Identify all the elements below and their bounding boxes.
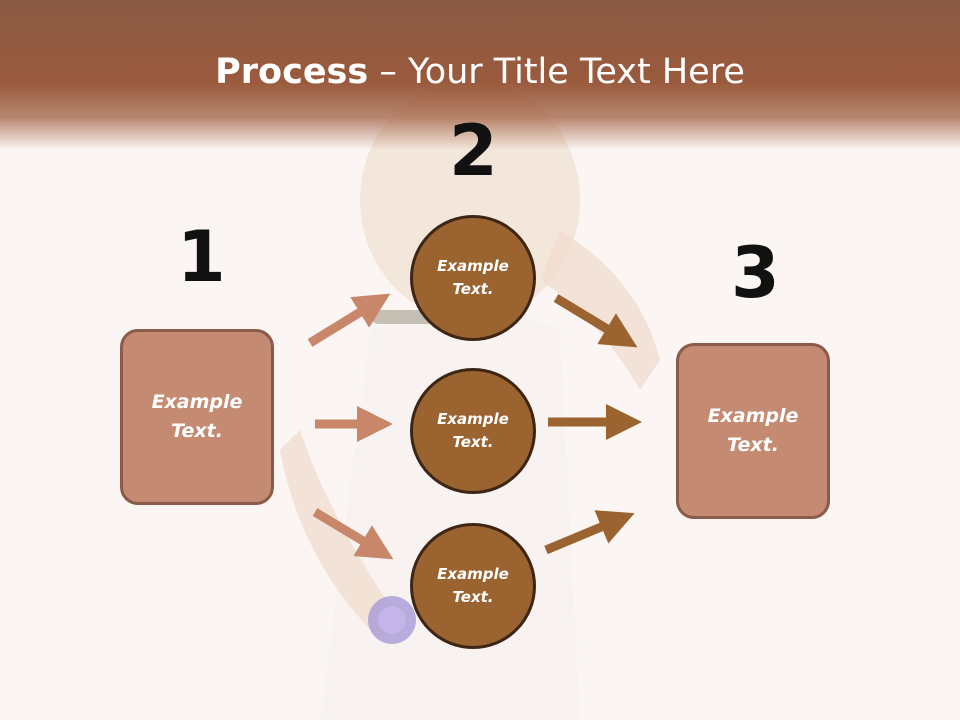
arrow-left-bottom xyxy=(312,508,394,560)
box-left-text: Example Text. xyxy=(151,391,243,442)
step-number-2: 2 xyxy=(449,110,498,192)
circle-bottom-text: Example Text. xyxy=(437,565,509,606)
title-rest: – Your Title Text Here xyxy=(368,52,745,92)
circle-middle-text: Example Text. xyxy=(437,410,509,451)
circle-middle: Example Text. xyxy=(410,368,536,494)
circle-top: Example Text. xyxy=(410,215,536,341)
step-number-3: 3 xyxy=(731,232,780,314)
title-bold: Process xyxy=(215,52,369,92)
circle-bottom: Example Text. xyxy=(410,523,536,649)
box-right: Example Text. xyxy=(676,343,830,519)
title-bar xyxy=(0,0,960,150)
slide-title: Process – Your Title Text Here xyxy=(0,52,960,92)
arrow-left-top xyxy=(307,293,391,347)
arrow-right-top xyxy=(553,294,638,348)
arrow-right-bottom xyxy=(544,510,635,555)
circle-top-text: Example Text. xyxy=(437,257,509,298)
box-left: Example Text. xyxy=(120,329,274,505)
step-number-1: 1 xyxy=(177,216,226,298)
box-right-text: Example Text. xyxy=(707,405,799,456)
